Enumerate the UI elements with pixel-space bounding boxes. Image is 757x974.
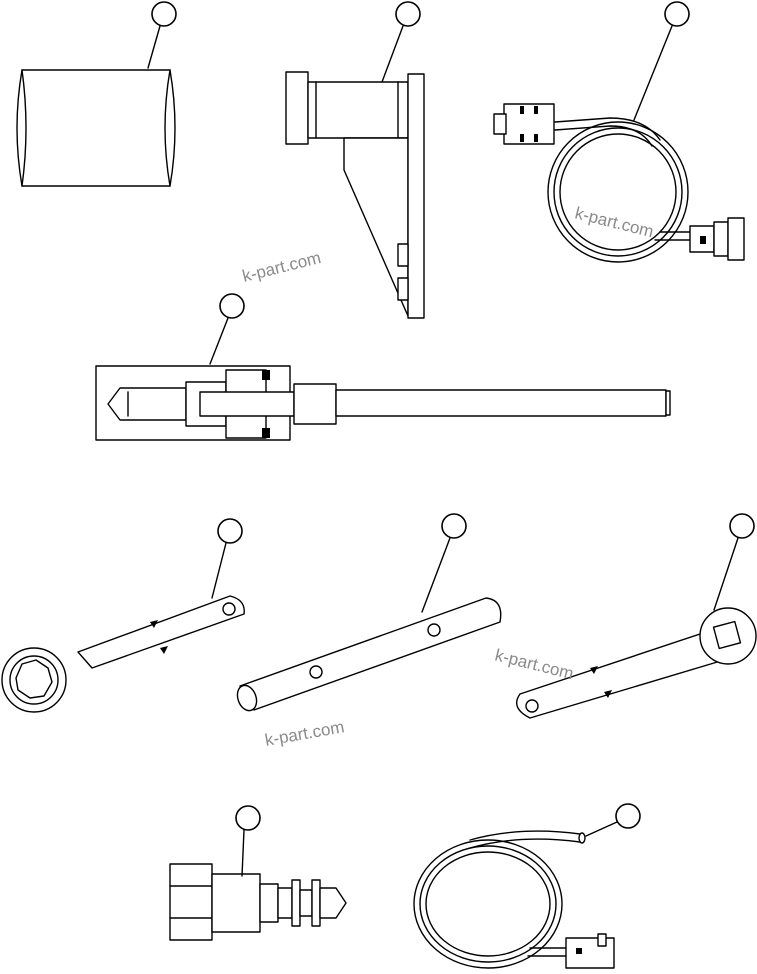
callout-2 xyxy=(381,1,421,83)
bracket-fixture xyxy=(285,71,425,319)
watermark-1: k-part.com xyxy=(240,248,323,286)
callout-4 xyxy=(209,293,245,365)
box-end-ratchet-wrench xyxy=(1,595,245,713)
callout-7 xyxy=(713,513,755,611)
square-drive-wrench xyxy=(516,607,757,719)
watermark-4: k-part.com xyxy=(263,717,345,750)
callout-3 xyxy=(633,1,690,121)
callout-8 xyxy=(235,805,261,877)
tube-bar xyxy=(236,597,502,712)
sleeve-block xyxy=(16,69,176,187)
puller-assembly xyxy=(95,365,671,441)
callout-1 xyxy=(147,1,177,69)
watermark-3: k-part.com xyxy=(493,645,576,683)
coupling-adapter xyxy=(169,863,347,941)
connector-cable-harness xyxy=(493,103,745,263)
coiled-hose xyxy=(413,830,615,969)
callout-9 xyxy=(585,803,641,837)
callout-6 xyxy=(421,513,467,613)
watermark-2: k-part.com xyxy=(573,203,656,241)
callout-5 xyxy=(211,518,243,599)
